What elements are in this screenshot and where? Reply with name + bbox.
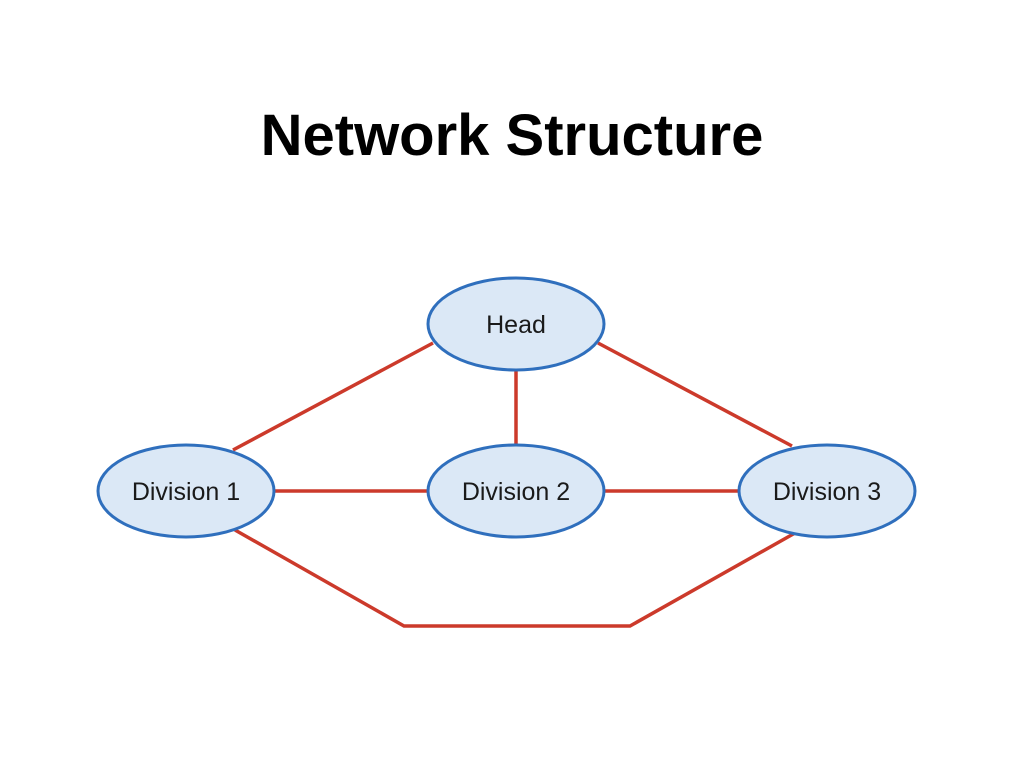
node-division-3: Division 3 [737,443,917,539]
edge-head-division-3 [597,341,793,448]
node-division-2-label: Division 2 [462,478,570,506]
node-division-3-shape [737,443,917,539]
node-head: Head [426,276,606,372]
node-division-1-label: Division 1 [132,478,240,506]
slide-title: Network Structure [260,103,764,168]
node-division-1-shape [96,443,276,539]
node-head-label: Head [486,311,546,339]
edges-layer [232,341,796,628]
edge-head-division-1 [232,341,434,452]
edge-division-1-division-3 [234,528,796,628]
node-division-3-label: Division 3 [773,478,881,506]
node-division-2-shape [426,443,606,539]
node-division-2: Division 2 [426,443,606,539]
node-division-1: Division 1 [96,443,276,539]
node-head-shape [426,276,606,372]
